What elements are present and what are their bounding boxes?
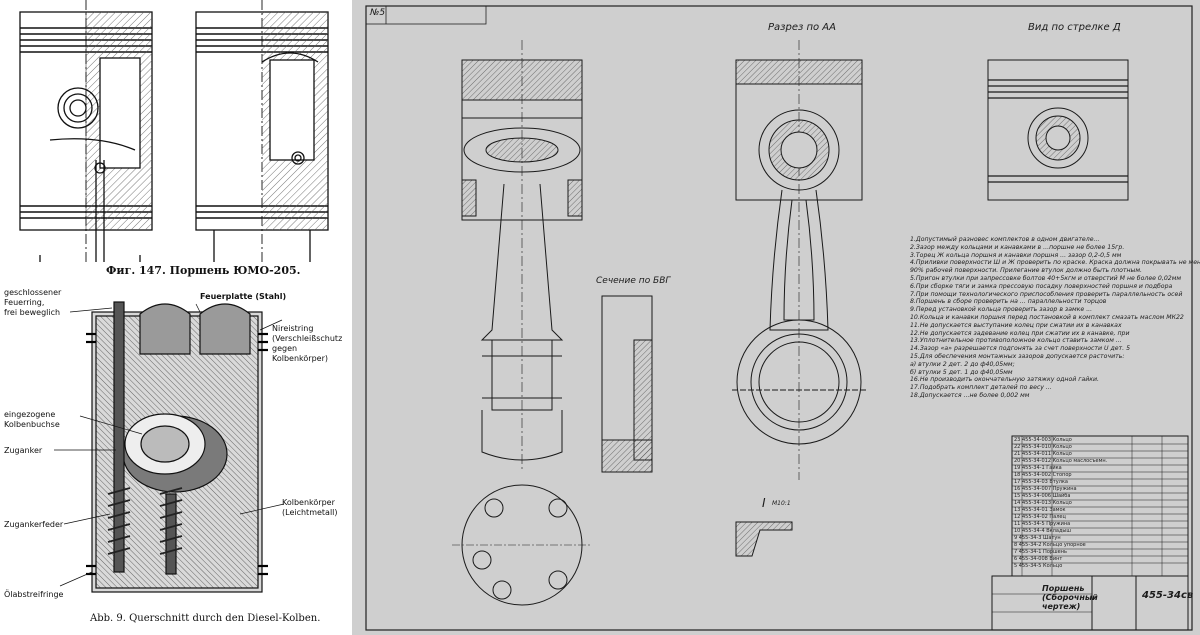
- note-line: 6.При сборке тяги и замка пресcовую поса…: [910, 282, 1173, 290]
- note-line: 17.Подобрать комплект деталей по весу ..…: [910, 384, 1052, 392]
- note-line: 18.Допускается ...не более 0,002 мм: [910, 391, 1030, 399]
- label-oelabstreifringe: Ölabstreifringe: [4, 590, 64, 599]
- parts-row: 14 455-34-013 Кольцо: [1014, 500, 1072, 506]
- parts-row: 19 455-34-1 Гайка: [1014, 465, 1062, 471]
- note-line: б) втулки 5 дет. 1 до ф40,05мм: [910, 368, 1013, 376]
- abb9-caption: Abb. 9. Querschnitt durch den Diesel-Kol…: [90, 613, 321, 624]
- parts-row: 18 455-34-002 Стопор: [1014, 472, 1072, 478]
- label-zuganker: Zuganker: [4, 446, 43, 455]
- sheet-number: №5: [370, 8, 386, 18]
- parts-row: 6 455-34-008 Винт: [1014, 556, 1063, 562]
- view-d-title: Вид по стрелке Д: [1028, 22, 1121, 33]
- label-kolbenkoerper: Kolbenkörper (Leichtmetall): [282, 498, 338, 517]
- parts-row: 10 455-34-4 Вкладыш: [1014, 528, 1071, 534]
- assembly-drawing-panel: №5 Разрез по АА Вид по стрелке Д Сечение…: [352, 0, 1200, 635]
- parts-row: 22 455-34-010 Кольцо: [1014, 444, 1072, 450]
- parts-row: 15 455-34-006 Шайба: [1014, 493, 1071, 499]
- label-nireistring: Nireistring (Verschleißschutz gegen Kolb…: [272, 324, 343, 363]
- note-line: 4.Приливки поверхности Ш и Ж проверить п…: [910, 259, 1200, 267]
- technical-notes: 1.Допустимый разновес комплектов в одном…: [910, 236, 1200, 400]
- parts-row: 7 455-34-1 Поршень: [1014, 549, 1067, 555]
- parts-row: 21 455-34-011 Кольцо: [1014, 451, 1072, 457]
- note-line: 8.Поршень в сборе проверить на ... парал…: [910, 298, 1107, 306]
- section-bvg-title: Сечение по БВГ: [596, 276, 671, 286]
- note-line: 1.Допустимый разновес комплектов в одном…: [910, 236, 1100, 243]
- fig147-piston-drawing: [19, 0, 329, 262]
- note-line: а) втулки 2 дет. 2 до ф40,05мм;: [910, 360, 1015, 368]
- note-line: 10.Кольца и канавки поршня перед постано…: [910, 313, 1184, 321]
- parts-row: 23 455-34-003 Кольцо: [1014, 437, 1072, 443]
- note-line: 5.Пригон втулки при запрессовке болтов 4…: [910, 274, 1182, 282]
- parts-row: 5 455-34-5 Кольцо: [1014, 563, 1063, 569]
- abb9-piston-cutaway: [54, 301, 285, 593]
- assembly-drawing-sheet: [365, 5, 1193, 631]
- note-line: 11.Не допускается выступание колец при с…: [910, 321, 1122, 329]
- parts-row: 20 455-34-012 Кольцо маслосъемн.: [1014, 458, 1108, 464]
- title-block-name: Поршень (Сборочный чертеж): [1042, 584, 1098, 611]
- note-line: 15.Для обеспечения монтажных зазоров доп…: [910, 352, 1125, 360]
- note-line: 14.Зазор «а» разрешается подгонять за сч…: [910, 345, 1131, 353]
- label-feuerring: geschlossener Feuerring, frei beweglich: [4, 288, 62, 317]
- label-feuerplatte: Feuerplatte (Stahl): [200, 292, 287, 301]
- parts-row: 16 455-34-007 Пружина: [1014, 486, 1077, 492]
- note-line: 9.Перед установкой кольца проверить зазо…: [910, 306, 1093, 314]
- title-block-number: 455-34св: [1142, 590, 1194, 601]
- parts-list: 23 455-34-003 Кольцо 22 455-34-010 Кольц…: [1014, 437, 1186, 575]
- label-kolbenbuchse: eingezogene Kolbenbuchse: [4, 410, 60, 429]
- fig147-caption: Фиг. 147. Поршень ЮМО-205.: [106, 264, 301, 277]
- note-line: 3.Торец Ж кольца поршня и канавки поршня…: [910, 251, 1122, 259]
- note-line: 7.При помощи технологического приспособл…: [910, 290, 1183, 298]
- parts-row: 11 455-34-5 Пружина: [1014, 521, 1071, 527]
- detail-i-label: I: [762, 496, 766, 510]
- detail-scale-label: M10:1: [772, 500, 791, 507]
- junkers-reference-panel: Фиг. 147. Поршень ЮМО-205.: [0, 0, 352, 635]
- parts-row: 9 455-34-3 Шатун: [1014, 535, 1061, 541]
- note-line: 16.Не производить окончательную затяжку …: [910, 376, 1100, 384]
- note-line: 13.Уплотнительное противоположное кольцо…: [910, 337, 1122, 345]
- note-line: 90% рабочей поверхности. Прилегание втул…: [910, 267, 1143, 275]
- parts-row: 8 455-34-2 Кольцо упорное: [1014, 542, 1086, 548]
- parts-row: 17 455-34-03 Втулка: [1014, 479, 1068, 485]
- note-line: 2.Зазор между кольцами и канавками в ...…: [910, 243, 1125, 251]
- section-aa-title: Разрез по АА: [768, 22, 836, 33]
- parts-row: 13 455-34-01 Замок: [1014, 507, 1066, 513]
- parts-row: 12 455-34-02 Палец: [1014, 514, 1066, 520]
- label-zugankerfeder: Zugankerfeder: [4, 520, 64, 529]
- note-line: 12.Не допускается задевание колец при сж…: [910, 329, 1130, 337]
